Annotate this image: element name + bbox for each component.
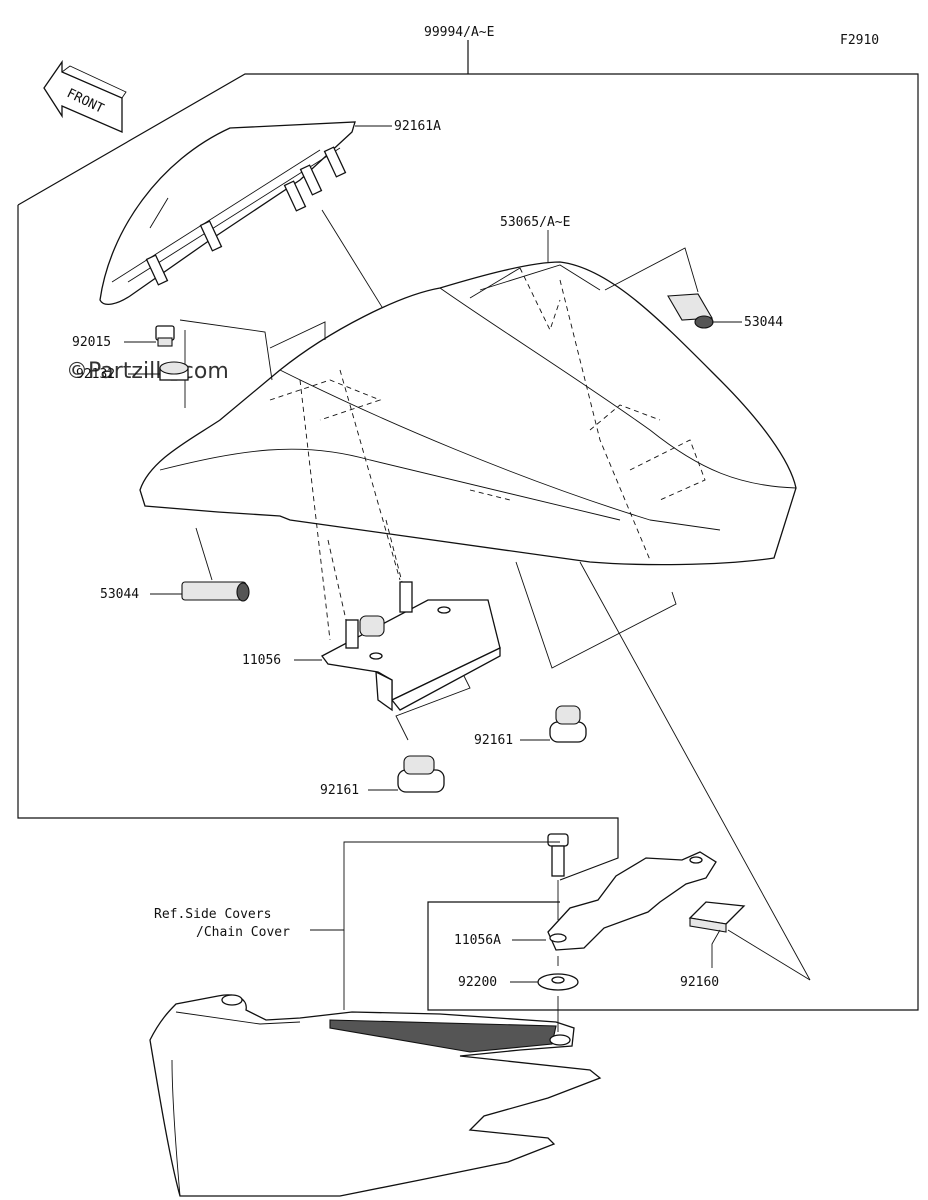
seat-cover <box>139 261 797 641</box>
side-cover <box>149 994 602 1197</box>
kit-boundary <box>17 40 919 1011</box>
washer-92200 <box>537 973 579 991</box>
callout-bracket-lower: 11056A <box>454 933 501 948</box>
callout-rubber-mid: 92161 <box>474 733 513 748</box>
callout-collar: 92132 <box>76 367 115 382</box>
callout-washer: 92200 <box>458 975 497 990</box>
lower-bolt <box>547 833 569 877</box>
figure-code: F2910 <box>840 33 879 48</box>
pad-92160 <box>688 901 746 933</box>
bolt-92015 <box>155 325 175 347</box>
watermark: ©Partzilla.com <box>66 359 229 384</box>
callout-pad: 92160 <box>680 975 719 990</box>
callout-kit: 99994/A~E <box>424 25 494 40</box>
reference-line1: Ref.Side Covers <box>154 907 271 922</box>
bracket-11056 <box>321 581 501 712</box>
rubber-mid <box>549 705 587 743</box>
reference-line2: /Chain Cover <box>196 925 290 940</box>
callout-bracket: 11056 <box>242 653 281 668</box>
callout-rubber-low: 92161 <box>320 783 359 798</box>
callout-rubber-top: 92161A <box>394 119 441 134</box>
clip-right <box>667 293 714 329</box>
rubber-low <box>397 755 445 793</box>
callout-bolt: 92015 <box>72 335 111 350</box>
callout-seat-cover: 53065/A~E <box>500 215 570 230</box>
callout-clip-left: 53044 <box>100 587 139 602</box>
bracket-11056a <box>547 851 717 951</box>
collar-92132 <box>159 361 189 381</box>
clip-left <box>181 581 250 602</box>
front-arrow-icon: FRONT <box>43 59 127 133</box>
callout-clip-right: 53044 <box>744 315 783 330</box>
seat-rubber-top <box>99 121 356 306</box>
